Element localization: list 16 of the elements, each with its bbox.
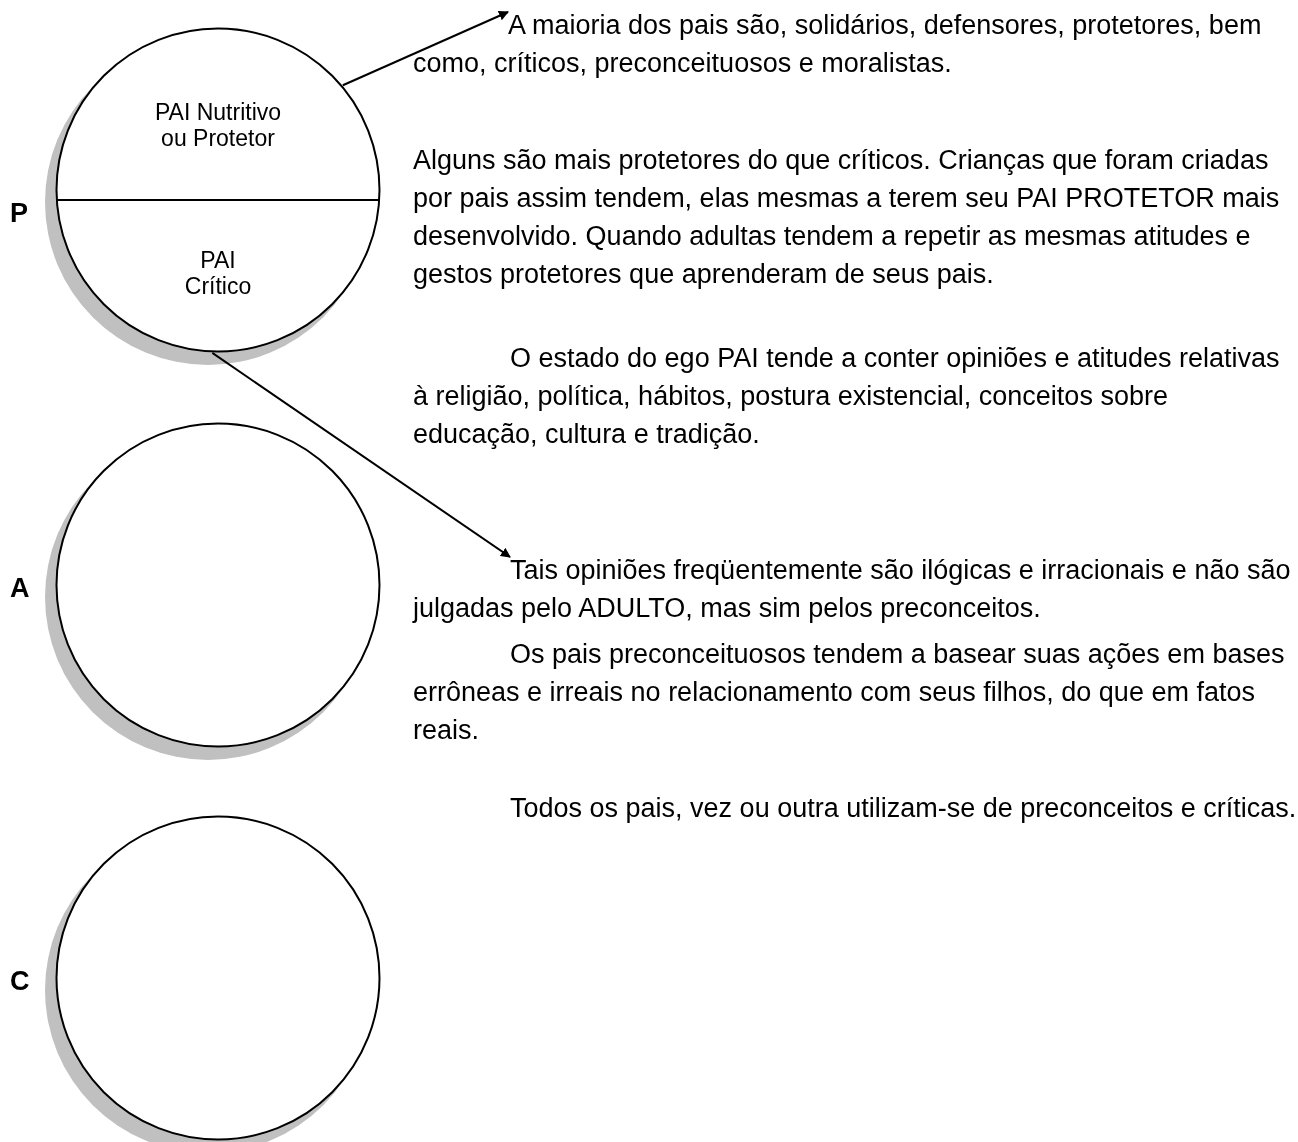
ego-state-circle bbox=[55, 815, 381, 1141]
paragraph: Todos os pais, vez ou outra utilizam-se de preconceitos e críticas. bbox=[509, 792, 1298, 825]
paragraph: Os pais preconceituosos tendem a basear suas ações em bases errôneas e irreais no relacionamento com seus filhos, do que em fatos reais. bbox=[413, 638, 1286, 747]
paragraph: A maioria dos pais são, solidários, defensores, protetores, bem como, críticos, preconceituosos e moralistas. bbox=[413, 6, 1298, 82]
ego-state-letter: A bbox=[10, 573, 30, 604]
paragraph: Tais opiniões freqüentemente são ilógicas e irracionais e não são julgadas pelo ADULTO, mas sim pelos preconceitos. bbox=[413, 551, 1298, 627]
ego-state-label: PAI Crítico bbox=[183, 247, 253, 299]
ego-state-letter: C bbox=[10, 966, 30, 997]
ego-state-letter: P bbox=[10, 198, 28, 229]
paragraph: O estado do ego PAI tende a conter opiniões e atitudes relativas à religião, política, hábitos, postura existencial, conceitos sobre educação, cultura e tradição. bbox=[413, 342, 1281, 451]
ego-state-label: PAI Nutritivo ou Protetor bbox=[153, 99, 283, 151]
arrow bbox=[211, 351, 511, 558]
ego-state-circle bbox=[55, 27, 381, 353]
arrow bbox=[341, 11, 509, 87]
ego-state-circle bbox=[55, 422, 381, 748]
paragraph: Alguns são mais protetores do que críticos. Crianças que foram criadas por pais assim tendem, elas mesmas a terem seu PAI PROTETOR mais desenvolvido. Quando adultas tendem a repetir as mesmas atitudes e gestos protetores que aprenderam de seus pais. bbox=[413, 144, 1281, 291]
